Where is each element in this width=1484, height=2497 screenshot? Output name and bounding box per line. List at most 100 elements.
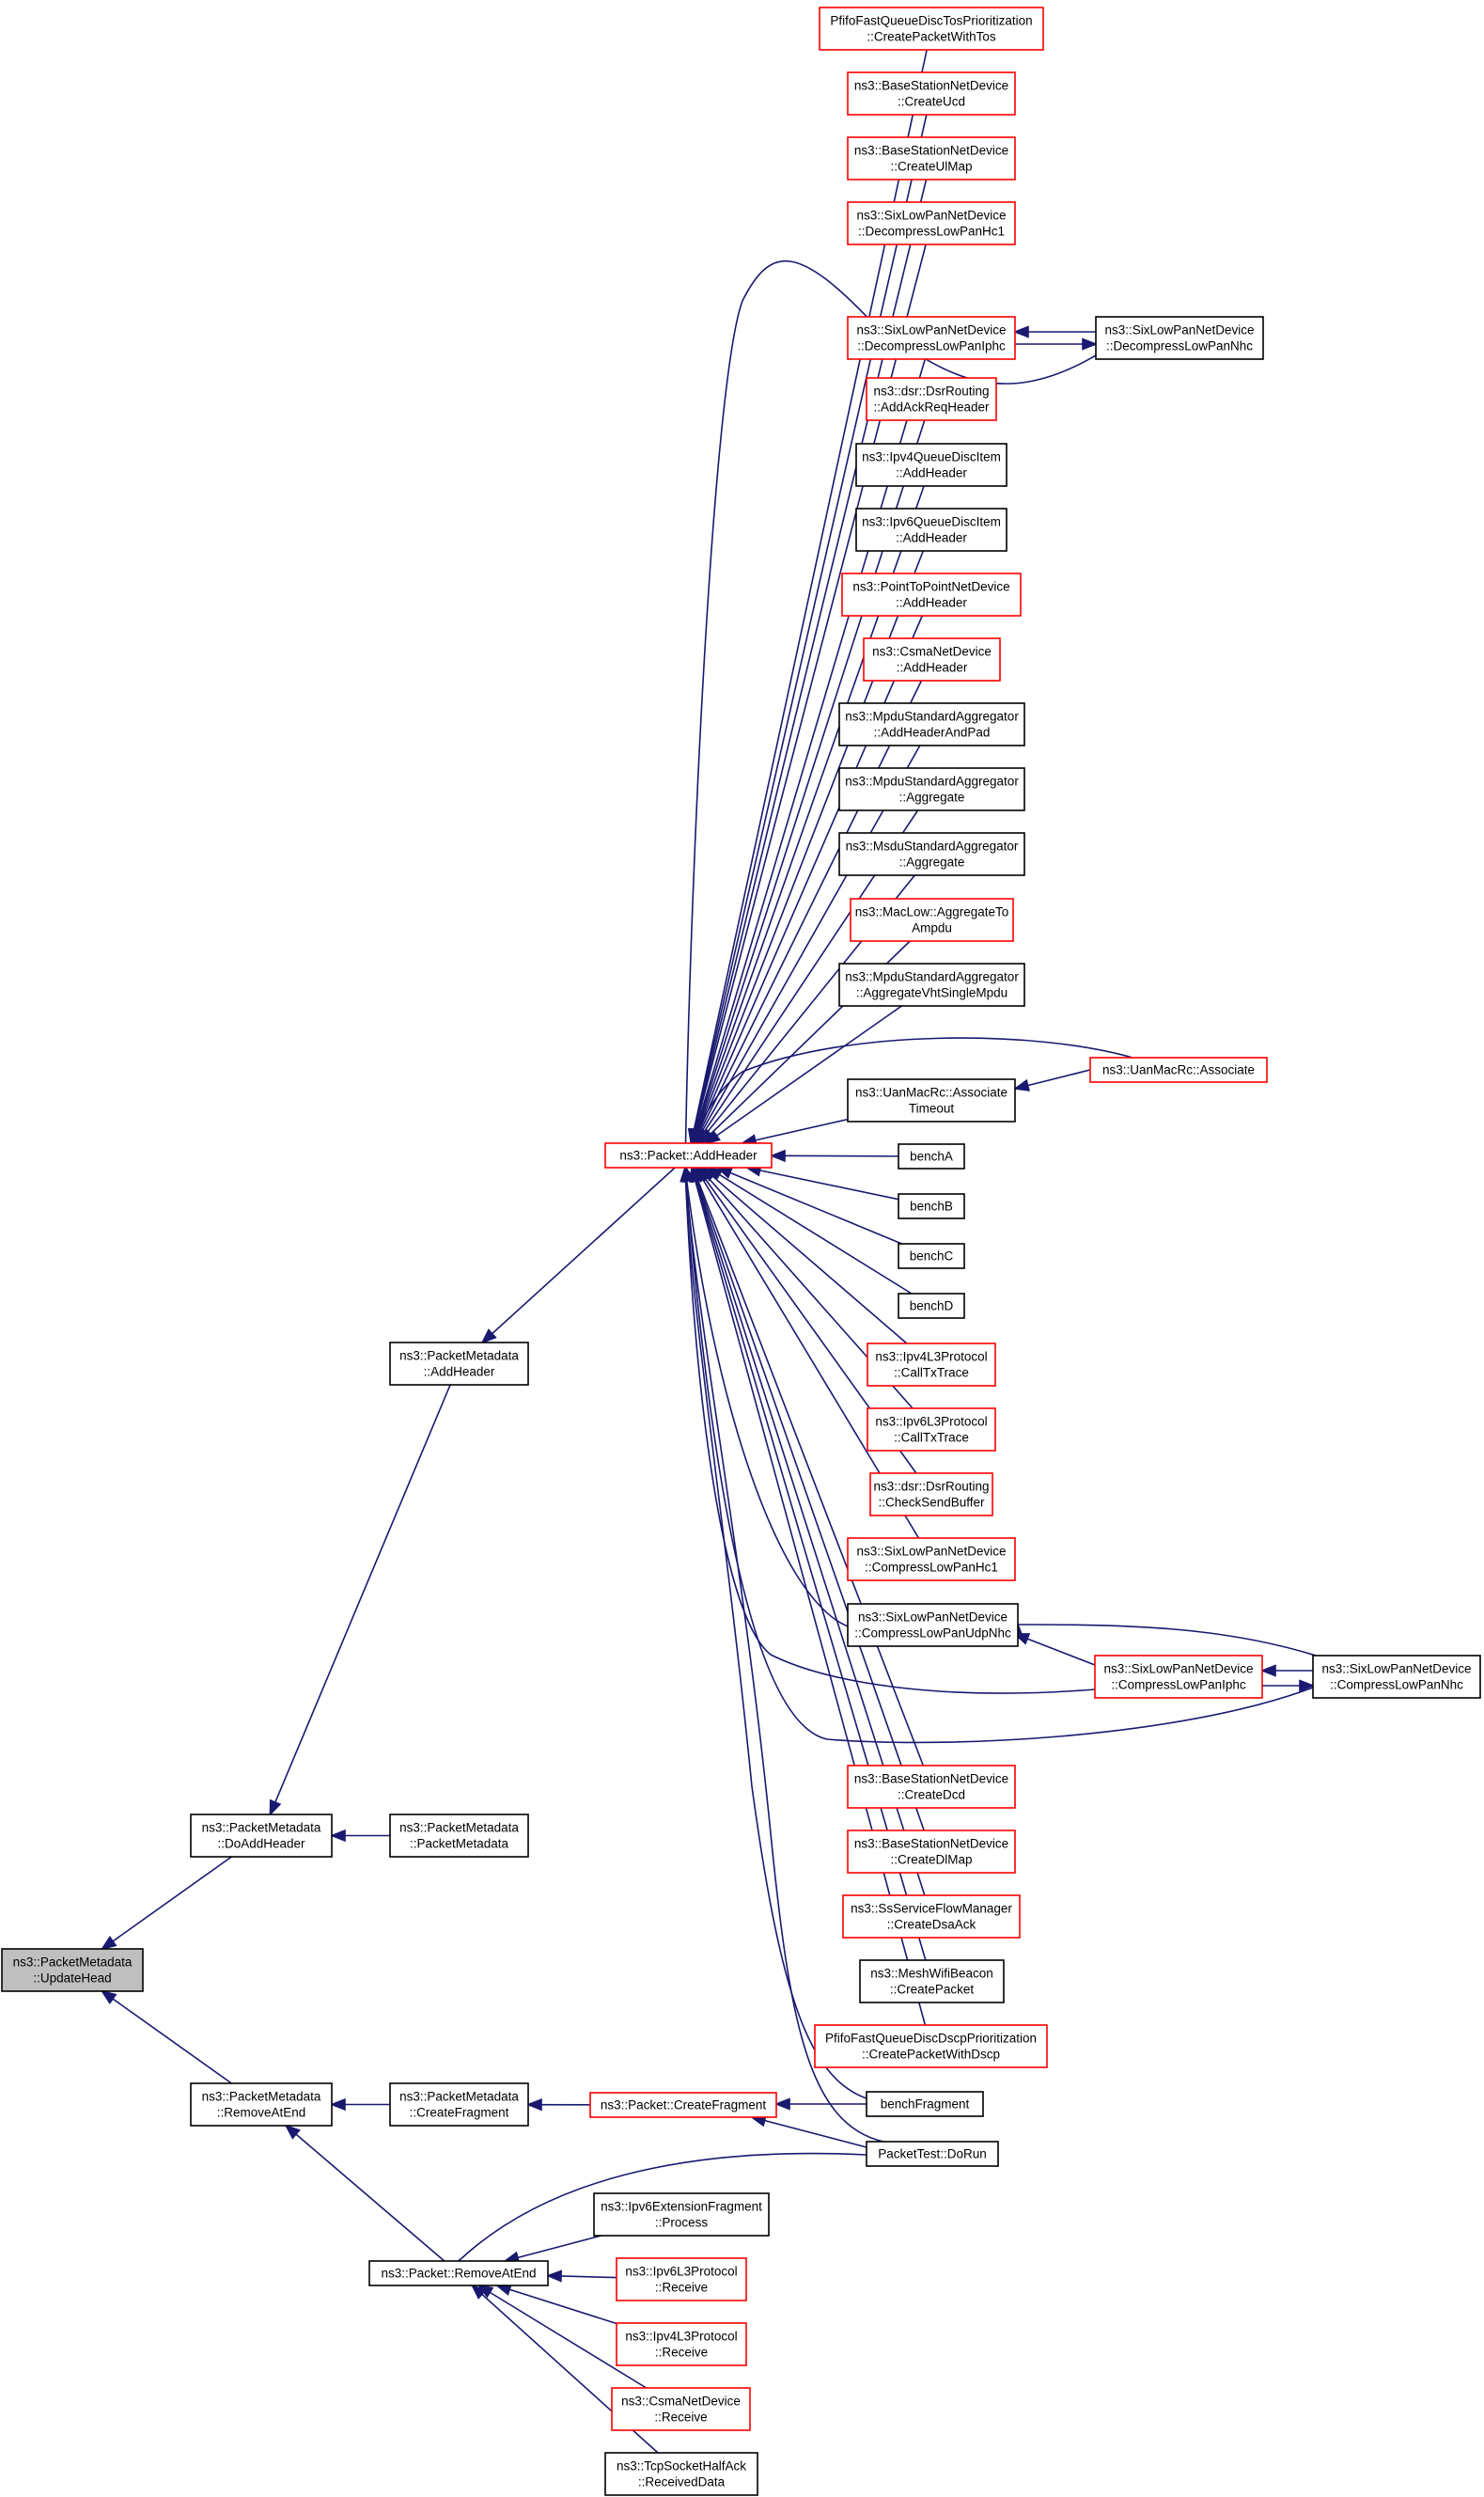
node-n-pktdorun[interactable]: PacketTest::DoRun xyxy=(866,2141,999,2167)
node-n-mpdu-ahp[interactable]: ns3::MpduStandardAggregator::AddHeaderAn… xyxy=(838,702,1025,746)
node-n-dsaack[interactable]: ns3::SsServiceFlowManager::CreateDsaAck xyxy=(842,1894,1021,1939)
edge-line xyxy=(746,1167,899,1201)
node-n-uan-assoc[interactable]: ns3::UanMacRc::Associate xyxy=(1089,1057,1268,1083)
node-box xyxy=(898,1193,965,1219)
node-n-dlmap[interactable]: ns3::BaseStationNetDevice::CreateDlMap xyxy=(847,1830,1016,1874)
node-n-ipv6efp[interactable]: ns3::Ipv6ExtensionFragment::Process xyxy=(593,2192,770,2237)
node-n-mpdu-agg[interactable]: ns3::MpduStandardAggregator::Aggregate xyxy=(838,767,1025,811)
node-label-line: ns3::dsr::DsrRouting xyxy=(873,385,989,399)
node-label-line: ::CheckSendBuffer xyxy=(878,1496,985,1510)
node-label-line: Ampdu xyxy=(912,921,952,935)
node-pm-createfragment[interactable]: ns3::PacketMetadata::CreateFragment xyxy=(389,2082,529,2127)
edge-line xyxy=(684,1167,849,1627)
node-n-tos[interactable]: PfifoFastQueueDiscTosPrioritization::Cre… xyxy=(819,7,1044,51)
edge-arrowhead xyxy=(100,1989,117,2005)
node-label-line: ns3::BaseStationNetDevice xyxy=(854,1837,1008,1851)
node-label-line: ns3::MeshWifiBeacon xyxy=(870,1967,993,1981)
edge-line xyxy=(691,358,927,1144)
node-label-line: ns3::Packet::CreateFragment xyxy=(601,2098,767,2112)
node-label-line: ns3::PacketMetadata xyxy=(399,1821,519,1835)
node-label-line: ::DecompressLowPanHc1 xyxy=(858,225,1005,239)
node-n-ipv4tx[interactable]: ns3::Ipv4L3Protocol::CallTxTrace xyxy=(867,1343,996,1387)
node-n-mpdu-vht[interactable]: ns3::MpduStandardAggregator::AggregateVh… xyxy=(838,963,1025,1007)
node-n-benchb[interactable]: benchB xyxy=(898,1193,965,1219)
node-n-ipv6recv[interactable]: ns3::Ipv6L3Protocol::Receive xyxy=(616,2257,747,2301)
node-n-csma-ah[interactable]: ns3::CsmaNetDevice::AddHeader xyxy=(863,637,1001,682)
node-n-ipv4recv[interactable]: ns3::Ipv4L3Protocol::Receive xyxy=(616,2322,747,2366)
edge-line xyxy=(692,1167,925,1767)
node-removeatend-pm[interactable]: ns3::PacketMetadata::RemoveAtEnd xyxy=(190,2082,333,2127)
node-box xyxy=(847,201,1016,245)
node-label-line: ::AddHeader xyxy=(896,596,967,610)
node-n-nhcc[interactable]: ns3::SixLowPanNetDevice::CompressLowPanN… xyxy=(1312,1655,1481,1699)
node-n-hc1c[interactable]: ns3::SixLowPanNetDevice::CompressLowPanH… xyxy=(847,1537,1016,1581)
node-label-line: ::CallTxTrace xyxy=(894,1366,969,1380)
node-n-ucd[interactable]: ns3::BaseStationNetDevice::CreateUcd xyxy=(847,71,1016,116)
edge-arrowhead xyxy=(525,2098,542,2112)
node-label-line: ns3::SixLowPanNetDevice xyxy=(858,1610,1008,1625)
node-n-hc1d[interactable]: ns3::SixLowPanNetDevice::DecompressLowPa… xyxy=(847,201,1016,245)
edge-pm-ctor-to-doaddheader xyxy=(329,1829,390,1843)
edge-n-pktdorun-to-p-addheader xyxy=(680,1165,884,2143)
node-n-iphcc[interactable]: ns3::SixLowPanNetDevice::CompressLowPanI… xyxy=(1094,1655,1263,1699)
node-box xyxy=(389,1342,529,1386)
node-doaddheader[interactable]: ns3::PacketMetadata::DoAddHeader xyxy=(190,1814,333,1858)
node-n-dcd[interactable]: ns3::BaseStationNetDevice::CreateDcd xyxy=(847,1765,1016,1809)
node-label-line: Timeout xyxy=(909,1102,955,1116)
node-n-ipv4qdi[interactable]: ns3::Ipv4QueueDiscItem::AddHeader xyxy=(855,443,1008,487)
node-n-csmarecv[interactable]: ns3::CsmaNetDevice::Receive xyxy=(611,2387,751,2431)
node-n-benchfrag[interactable]: benchFragment xyxy=(866,2091,984,2117)
node-label-line: ns3::dsr::DsrRouting xyxy=(873,1480,989,1494)
node-box xyxy=(838,702,1025,746)
node-label-line: ns3::TcpSocketHalfAck xyxy=(617,2459,746,2473)
node-label-line: ns3::Ipv6L3Protocol xyxy=(625,2265,737,2279)
node-box xyxy=(838,832,1025,876)
node-pm-addheader[interactable]: ns3::PacketMetadata::AddHeader xyxy=(389,1342,529,1386)
node-n-ipv6qdi[interactable]: ns3::Ipv6QueueDiscItem::AddHeader xyxy=(855,508,1008,552)
node-box xyxy=(616,2257,747,2301)
node-n-iphcd[interactable]: ns3::SixLowPanNetDevice::DecompressLowPa… xyxy=(847,316,1016,360)
edge-arrowhead xyxy=(1299,1679,1316,1692)
node-n-bencha[interactable]: benchA xyxy=(898,1143,965,1170)
node-n-dscp[interactable]: PfifoFastQueueDiscDscpPrioritization::Cr… xyxy=(814,2024,1048,2068)
node-box xyxy=(847,316,1016,360)
node-pm-ctor[interactable]: ns3::PacketMetadata::PacketMetadata xyxy=(389,1814,529,1858)
edge-line xyxy=(691,1167,927,1961)
edge-n-dcd-to-p-addheader xyxy=(692,1165,925,1767)
node-n-msdu-agg[interactable]: ns3::MsduStandardAggregator::Aggregate xyxy=(838,832,1025,876)
edge-p-removeatend-to-removeatend-pm xyxy=(284,2124,445,2262)
node-label-line: ::Receive xyxy=(655,2281,708,2295)
node-n-nhcd[interactable]: ns3::SixLowPanNetDevice::DecompressLowPa… xyxy=(1095,316,1264,360)
node-p-addheader[interactable]: ns3::Packet::AddHeader xyxy=(604,1142,773,1169)
node-box xyxy=(866,2091,984,2117)
node-label-line: ns3::Ipv6L3Protocol xyxy=(875,1415,987,1429)
node-box xyxy=(589,2092,777,2118)
node-n-udpnhc[interactable]: ns3::SixLowPanNetDevice::CompressLowPanU… xyxy=(847,1603,1019,1647)
node-label-line: ::Aggregate xyxy=(899,791,965,805)
node-box xyxy=(855,443,1008,487)
node-n-dsrack[interactable]: ns3::dsr::DsrRouting::AddAckReqHeader xyxy=(866,377,997,421)
node-label-line: ::CreateFragment xyxy=(410,2106,509,2120)
node-box xyxy=(819,7,1044,51)
node-label-line: ::AddHeader xyxy=(424,1365,495,1379)
node-n-mesh[interactable]: ns3::MeshWifiBeacon::CreatePacket xyxy=(859,1959,1005,2003)
node-label-line: ns3::SixLowPanNetDevice xyxy=(1104,323,1254,338)
node-label-line: ns3::Ipv4L3Protocol xyxy=(875,1350,987,1364)
edge-arrowhead xyxy=(769,1149,786,1163)
node-p-createfragment[interactable]: ns3::Packet::CreateFragment xyxy=(589,2092,777,2118)
node-p-removeatend[interactable]: ns3::Packet::RemoveAtEnd xyxy=(368,2260,549,2286)
node-n-p2p[interactable]: ns3::PointToPointNetDevice::AddHeader xyxy=(841,573,1022,617)
edge-arrowhead xyxy=(689,1165,702,1184)
node-n-ulmap[interactable]: ns3::BaseStationNetDevice::CreateUlMap xyxy=(847,136,1016,181)
node-label-line: ns3::Ipv6QueueDiscItem xyxy=(862,515,1001,529)
node-n-benchd[interactable]: benchD xyxy=(898,1293,965,1319)
edge-line xyxy=(1017,1624,1317,1657)
node-n-dsrcsb[interactable]: ns3::dsr::DsrRouting::CheckSendBuffer xyxy=(869,1472,993,1516)
node-n-tcphalf[interactable]: ns3::TcpSocketHalfAck::ReceivedData xyxy=(604,2452,758,2496)
node-label-line: ::AddAckReqHeader xyxy=(873,400,990,415)
node-n-benchc[interactable]: benchC xyxy=(898,1243,965,1269)
node-label-line: ::Aggregate xyxy=(899,856,965,870)
node-n-ipv6tx[interactable]: ns3::Ipv6L3Protocol::CallTxTrace xyxy=(867,1407,996,1452)
